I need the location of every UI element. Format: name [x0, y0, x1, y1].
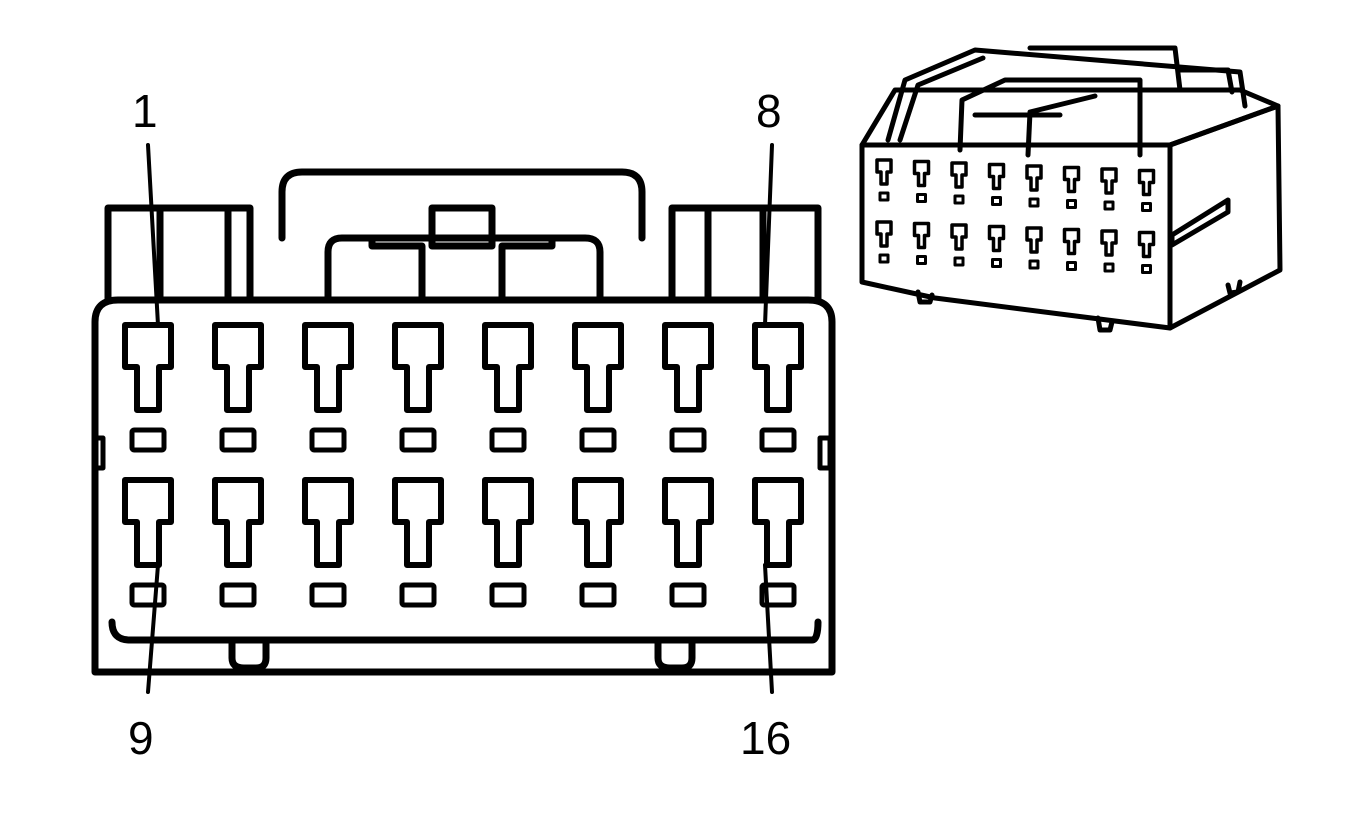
- iso-pin-slot-16: [1141, 264, 1152, 274]
- pin-slot-7: [669, 427, 707, 453]
- pin-slot-3: [309, 427, 347, 453]
- pin-label-16: 16: [740, 712, 792, 764]
- pin-slot-15: [669, 582, 707, 608]
- iso-pin-cavity-7: [1100, 167, 1118, 195]
- iso-pin-cavity-5: [1025, 164, 1043, 192]
- iso-pin-cavity-12: [987, 224, 1006, 253]
- iso-pin-slot-9: [878, 253, 890, 264]
- iso-pin-cavity-13: [1025, 226, 1043, 254]
- iso-pin-cavity-14: [1062, 227, 1081, 256]
- pin-slot-12: [399, 582, 437, 608]
- pin-cavity-12: [392, 477, 444, 568]
- pin-cavity-5: [482, 322, 534, 413]
- iso-pin-slot-14: [1066, 261, 1077, 271]
- pin-cavity-3: [302, 322, 354, 413]
- leader-line-9: [146, 563, 160, 694]
- iso-pin-cavity-10: [912, 221, 931, 250]
- iso-pin-cavity-9: [875, 220, 893, 248]
- pin-slot-13: [489, 582, 527, 608]
- pin-cavity-7: [662, 322, 714, 413]
- locking-latch: [246, 168, 676, 304]
- isometric-pin-cavities: [875, 158, 1156, 274]
- pin-cavity-2: [212, 322, 264, 413]
- iso-pin-slot-5: [1028, 197, 1040, 208]
- pin-slot-8: [759, 427, 797, 453]
- pin-slot-4: [399, 427, 437, 453]
- iso-pin-slot-12: [991, 258, 1002, 268]
- iso-pin-cavity-11: [950, 223, 968, 251]
- connector-isometric-view: [859, 45, 1283, 333]
- pin-slot-10: [219, 582, 257, 608]
- leader-line-8: [763, 143, 774, 327]
- iso-pin-slot-1: [878, 191, 890, 202]
- upper-ribs: [104, 204, 822, 304]
- iso-pin-cavity-3: [950, 161, 968, 189]
- iso-pin-cavity-16: [1137, 230, 1156, 259]
- iso-pin-cavity-4: [987, 162, 1006, 191]
- pin-cavity-13: [482, 477, 534, 568]
- iso-pin-slot-3: [953, 194, 965, 205]
- pin-cavity-8: [752, 322, 804, 413]
- pin-label-8: 8: [756, 85, 782, 137]
- iso-pin-slot-7: [1103, 200, 1115, 211]
- connector-body: [91, 296, 836, 676]
- pin-slot-9: [129, 582, 167, 608]
- leader-line-16: [763, 563, 774, 694]
- iso-pin-slot-6: [1066, 199, 1077, 209]
- iso-pin-cavity-15: [1100, 229, 1118, 257]
- iso-pin-cavity-1: [875, 158, 893, 186]
- pin-slot-14: [579, 582, 617, 608]
- pin-cavity-4: [392, 322, 444, 413]
- pin-slot-11: [309, 582, 347, 608]
- iso-pin-slot-15: [1103, 262, 1115, 273]
- pin-label-9: 9: [128, 712, 154, 764]
- pin-slot-5: [489, 427, 527, 453]
- front-pin-cavities: [122, 322, 804, 608]
- iso-pin-cavity-8: [1137, 168, 1156, 197]
- iso-pin-slot-11: [953, 256, 965, 267]
- pin-slot-1: [129, 427, 167, 453]
- leader-lines: [146, 143, 774, 694]
- iso-pin-slot-2: [916, 193, 927, 203]
- pin-cavity-1: [122, 322, 174, 413]
- pin-slot-2: [219, 427, 257, 453]
- pin-cavity-6: [572, 322, 624, 413]
- iso-pin-slot-4: [991, 196, 1002, 206]
- connector-front-view: [91, 143, 836, 694]
- iso-pin-slot-13: [1028, 259, 1040, 270]
- iso-pin-slot-8: [1141, 202, 1152, 212]
- pin-slot-6: [579, 427, 617, 453]
- pin-label-1: 1: [132, 85, 158, 137]
- pin-cavity-16: [752, 477, 804, 568]
- iso-pin-slot-10: [916, 255, 927, 265]
- pin-cavity-14: [572, 477, 624, 568]
- leader-line-1: [146, 143, 160, 327]
- pin-cavity-10: [212, 477, 264, 568]
- pin-cavity-15: [662, 477, 714, 568]
- pin-cavity-9: [122, 477, 174, 568]
- pin-cavity-11: [302, 477, 354, 568]
- iso-pin-cavity-2: [912, 159, 931, 188]
- pin-slot-16: [759, 582, 797, 608]
- iso-pin-cavity-6: [1062, 165, 1081, 194]
